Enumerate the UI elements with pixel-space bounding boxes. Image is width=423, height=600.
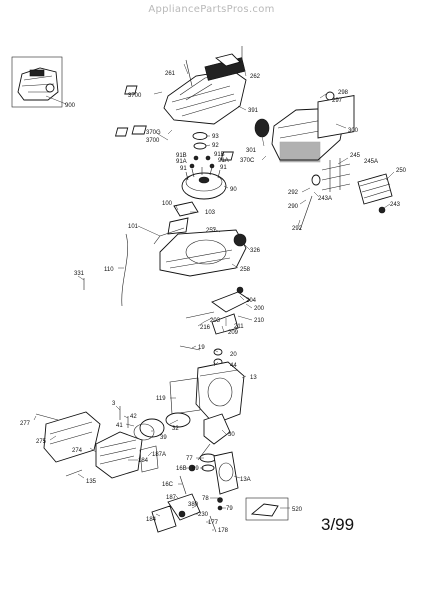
crankshaft — [197, 413, 231, 461]
callout-301: 301 — [246, 148, 257, 154]
callout-135: 135 — [86, 479, 97, 485]
callout-30: 30 — [228, 432, 235, 438]
callout-69: 69 — [192, 466, 199, 472]
blower-housing-shroud — [163, 53, 247, 125]
callout-292-b: 292 — [292, 226, 303, 232]
callout-91a-right: 91A — [218, 158, 229, 164]
callout-187a: 187A — [152, 452, 166, 458]
callout-520: 520 — [292, 507, 303, 513]
callout-91b-left: 91B — [176, 153, 187, 159]
callout-42: 42 — [130, 414, 137, 420]
callout-245: 245 — [350, 153, 361, 159]
leader-lines — [33, 63, 395, 531]
callout-230: 230 — [198, 512, 209, 518]
callout-78: 78 — [202, 496, 209, 502]
callout-243a: 243A — [318, 196, 332, 202]
callout-391: 391 — [248, 108, 259, 114]
callout-16c: 16C — [162, 482, 174, 488]
callout-290: 290 — [288, 204, 299, 210]
callout-91-right: 91 — [220, 165, 227, 171]
callout-3700-b: 3700 — [146, 138, 160, 144]
callout-20: 20 — [230, 352, 237, 358]
callout-203: 203 — [210, 318, 221, 324]
callout-79: 79 — [226, 506, 233, 512]
callout-200: 200 — [254, 306, 265, 312]
cylinder — [95, 431, 143, 479]
callout-3700: 3700 — [128, 93, 142, 99]
callout-77: 77 — [186, 456, 193, 462]
callout-3: 3 — [112, 401, 116, 407]
callout-274: 274 — [72, 448, 83, 454]
callout-labels: 900 261 262 3700 391 298 297 300 370G 37… — [20, 71, 407, 534]
callout-258: 258 — [240, 267, 251, 273]
callout-216: 216 — [200, 325, 211, 331]
callout-32: 32 — [172, 426, 179, 432]
callout-91b-right: 91B — [214, 152, 225, 158]
callout-257: 257 — [206, 228, 217, 234]
callout-900: 900 — [65, 103, 76, 109]
part-520-inset — [245, 497, 289, 521]
callout-93: 93 — [212, 134, 219, 140]
muffler — [43, 411, 101, 463]
callout-370c: 370C — [240, 158, 255, 164]
callout-187: 187 — [166, 495, 177, 501]
engine-base — [159, 229, 247, 277]
callout-110: 110 — [104, 267, 114, 273]
callout-90: 90 — [230, 187, 237, 193]
callout-326: 326 — [250, 248, 261, 254]
callout-245a: 245A — [364, 159, 378, 165]
callout-292-a: 292 — [288, 190, 299, 196]
callout-177: 177 — [208, 520, 219, 526]
callout-243: 243 — [390, 202, 401, 208]
callout-331: 331 — [74, 271, 85, 277]
callout-250: 250 — [396, 168, 407, 174]
callout-261: 261 — [165, 71, 176, 77]
callout-13: 13 — [250, 375, 257, 381]
callout-91-left: 91 — [180, 166, 187, 172]
callout-103: 103 — [205, 210, 216, 216]
callout-184-a: 184 — [138, 458, 149, 464]
callout-101: 101 — [128, 224, 139, 230]
callout-275: 275 — [36, 439, 47, 445]
engine-thumbnail — [11, 56, 63, 108]
callout-39: 39 — [160, 435, 167, 441]
callout-300: 300 — [348, 128, 359, 134]
callout-92: 92 — [212, 143, 219, 149]
crankcase-cover — [213, 451, 239, 495]
callout-210: 210 — [254, 318, 265, 324]
callout-41: 41 — [116, 423, 123, 429]
callout-370g: 370G — [146, 130, 161, 136]
callout-211: 211 — [234, 324, 244, 330]
callout-297: 297 — [332, 98, 343, 104]
callout-277: 277 — [20, 421, 31, 427]
throttle-control-bracket — [185, 286, 251, 335]
callout-16b: 16B — [176, 466, 187, 472]
callout-44: 44 — [230, 363, 237, 369]
callout-184-b: 184 — [146, 517, 157, 523]
callout-178: 178 — [218, 528, 229, 534]
callout-262: 262 — [250, 74, 261, 80]
callout-204: 204 — [246, 298, 257, 304]
callout-298: 298 — [338, 90, 349, 96]
carburetor — [151, 493, 201, 533]
callout-380: 380 — [188, 502, 199, 508]
flywheel — [181, 166, 227, 200]
callout-209: 209 — [228, 330, 239, 336]
watermark-text: AppliancePartsPros.com — [148, 4, 275, 15]
callout-91a-left: 91A — [176, 159, 187, 165]
callout-100: 100 — [162, 201, 173, 207]
callout-19: 19 — [198, 345, 205, 351]
revision-date-code: 3/99 — [321, 515, 355, 534]
ignition-module — [153, 201, 199, 245]
callout-13a: 13A — [240, 477, 251, 483]
callout-119: 119 — [156, 396, 166, 402]
crankcase — [195, 361, 245, 425]
